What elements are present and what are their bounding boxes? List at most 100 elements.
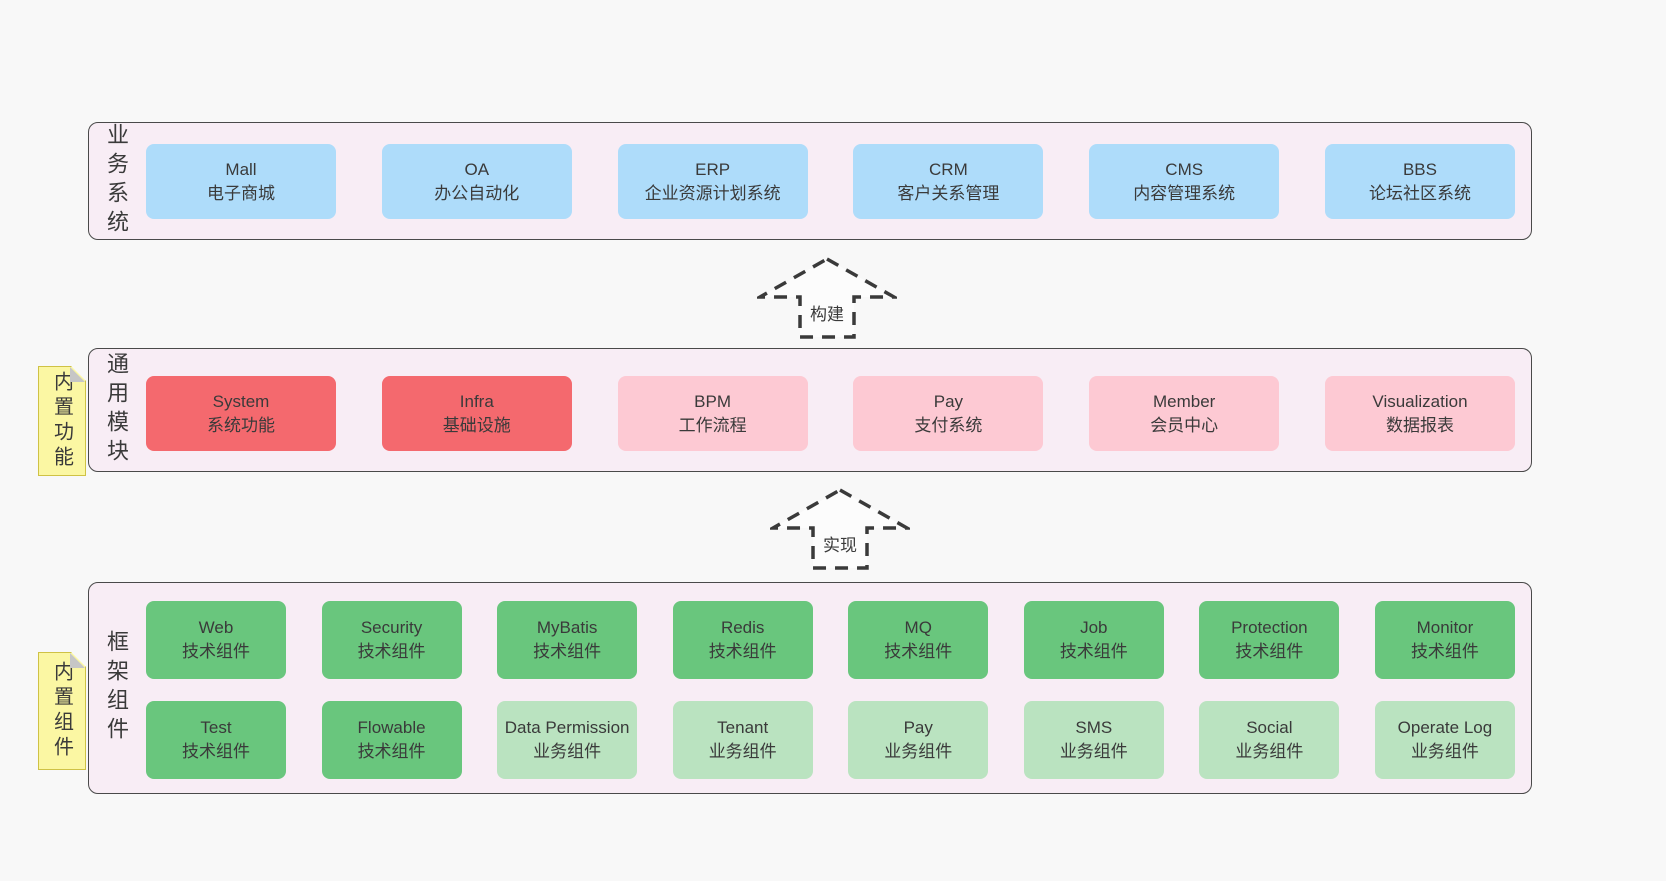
box-subtitle: 会员中心 (1150, 415, 1219, 435)
business-box-row: Mall 电子商城 OA 办公自动化 ERP 企业资源计划系统 CRM 客户关系… (146, 144, 1515, 219)
box-subtitle: 论坛社区系统 (1368, 183, 1471, 203)
panel-label-framework: 框架组件 (104, 630, 129, 746)
box-mq: MQ 技术组件 (848, 601, 989, 679)
box-title: OA (464, 159, 490, 179)
box-title: BPM (694, 391, 732, 411)
box-subtitle: 支付系统 (914, 415, 983, 435)
box-operate-log: Operate Log 业务组件 (1374, 701, 1515, 779)
box-title: Redis (720, 618, 765, 637)
box-subtitle: 技术组件 (182, 642, 250, 661)
box-subtitle: 办公自动化 (434, 183, 520, 203)
box-subtitle: 基础设施 (442, 415, 511, 435)
box-subtitle: 技术组件 (884, 642, 953, 661)
box-mall: Mall 电子商城 (146, 144, 336, 219)
box-web: Web 技术组件 (146, 601, 286, 679)
box-subtitle: 系统功能 (207, 415, 275, 435)
sticky-note-label: 内置功能 (50, 371, 73, 471)
box-subtitle: 电子商城 (207, 183, 275, 203)
sticky-note-built-in-features: 内置功能 (38, 366, 86, 476)
box-title: SMS (1075, 718, 1113, 737)
panel-label-common: 通用模块 (104, 352, 129, 468)
box-title: Infra (459, 391, 494, 411)
box-title: Mall (225, 159, 257, 179)
box-protection: Protection 技术组件 (1199, 601, 1340, 679)
box-title: Job (1080, 618, 1108, 637)
box-subtitle: 技术组件 (357, 742, 426, 761)
implement-arrow-icon: 实现 (770, 487, 910, 573)
box-title: Social (1246, 718, 1293, 737)
box-title: MyBatis (536, 618, 598, 637)
box-pay: Pay 支付系统 (853, 376, 1044, 451)
box-title: Test (200, 718, 232, 737)
box-security: Security 技术组件 (321, 601, 462, 679)
box-flowable: Flowable 技术组件 (321, 701, 462, 779)
box-title: Operate Log (1397, 718, 1493, 737)
box-title: Pay (903, 718, 933, 737)
box-title: Data Permission (504, 718, 630, 737)
framework-box-row-2: Test 技术组件 Flowable 技术组件 Data Permission … (146, 701, 1515, 779)
box-title: MQ (904, 618, 932, 637)
box-title: Member (1153, 391, 1216, 411)
box-subtitle: 业务组件 (708, 742, 777, 761)
box-subtitle: 客户关系管理 (897, 183, 1000, 203)
box-title: ERP (695, 159, 731, 179)
box-subtitle: 内容管理系统 (1133, 183, 1236, 203)
box-sms: SMS 业务组件 (1023, 701, 1164, 779)
box-erp: ERP 企业资源计划系统 (617, 144, 808, 219)
box-bbs: BBS 论坛社区系统 (1324, 144, 1515, 219)
box-subtitle: 业务组件 (884, 742, 953, 761)
box-bpm: BPM 工作流程 (617, 376, 808, 451)
box-cms: CMS 内容管理系统 (1089, 144, 1280, 219)
box-subtitle: 业务组件 (1059, 742, 1128, 761)
common-box-row: System 系统功能 Infra 基础设施 BPM 工作流程 Pay 支付系统… (146, 376, 1515, 451)
box-title: CMS (1165, 159, 1204, 179)
build-arrow-icon: 构建 (757, 256, 897, 342)
box-subtitle: 技术组件 (357, 642, 426, 661)
box-subtitle: 技术组件 (1235, 642, 1304, 661)
panel-framework-components: 框架组件 Web 技术组件 Security 技术组件 MyBatis 技术组件… (88, 582, 1532, 794)
box-social: Social 业务组件 (1199, 701, 1340, 779)
box-subtitle: 数据报表 (1385, 415, 1454, 435)
box-subtitle: 技术组件 (533, 642, 602, 661)
box-title: Visualization (1372, 391, 1468, 411)
box-tenant: Tenant 业务组件 (672, 701, 813, 779)
framework-box-row-1: Web 技术组件 Security 技术组件 MyBatis 技术组件 Redi… (146, 601, 1515, 679)
box-subtitle: 企业资源计划系统 (644, 183, 781, 203)
box-data-permission: Data Permission 业务组件 (497, 701, 638, 779)
box-pay-biz: Pay 业务组件 (848, 701, 989, 779)
box-subtitle: 技术组件 (1410, 642, 1479, 661)
box-title: BBS (1402, 159, 1437, 179)
box-subtitle: 技术组件 (708, 642, 777, 661)
box-infra: Infra 基础设施 (381, 376, 572, 451)
box-test: Test 技术组件 (146, 701, 286, 779)
box-system: System 系统功能 (146, 376, 336, 451)
box-subtitle: 业务组件 (1410, 742, 1479, 761)
arrow-label-build: 构建 (808, 300, 846, 325)
box-mybatis: MyBatis 技术组件 (497, 601, 638, 679)
folded-corner-icon (70, 653, 85, 668)
box-visualization: Visualization 数据报表 (1324, 376, 1515, 451)
panel-label-business: 业务系统 (104, 123, 129, 239)
box-subtitle: 技术组件 (182, 742, 250, 761)
box-subtitle: 业务组件 (533, 742, 602, 761)
box-title: Monitor (1416, 618, 1474, 637)
arrow-label-implement: 实现 (821, 531, 859, 556)
panel-common-modules: 通用模块 System 系统功能 Infra 基础设施 BPM 工作流程 Pay… (88, 348, 1532, 472)
box-title: Tenant (717, 718, 769, 737)
box-title: Protection (1231, 618, 1308, 637)
box-subtitle: 技术组件 (1059, 642, 1128, 661)
box-title: Security (360, 618, 423, 637)
box-title: Flowable (357, 718, 426, 737)
box-oa: OA 办公自动化 (381, 144, 572, 219)
box-title: System (212, 391, 270, 411)
sticky-note-built-in-components: 内置组件 (38, 652, 86, 770)
box-subtitle: 业务组件 (1235, 742, 1304, 761)
box-title: Pay (933, 391, 964, 411)
box-job: Job 技术组件 (1023, 601, 1164, 679)
box-subtitle: 工作流程 (678, 415, 747, 435)
box-crm: CRM 客户关系管理 (853, 144, 1044, 219)
box-redis: Redis 技术组件 (672, 601, 813, 679)
sticky-note-label: 内置组件 (50, 661, 73, 761)
panel-business-systems: 业务系统 Mall 电子商城 OA 办公自动化 ERP 企业资源计划系统 CRM… (88, 122, 1532, 240)
box-title: Web (198, 618, 234, 637)
